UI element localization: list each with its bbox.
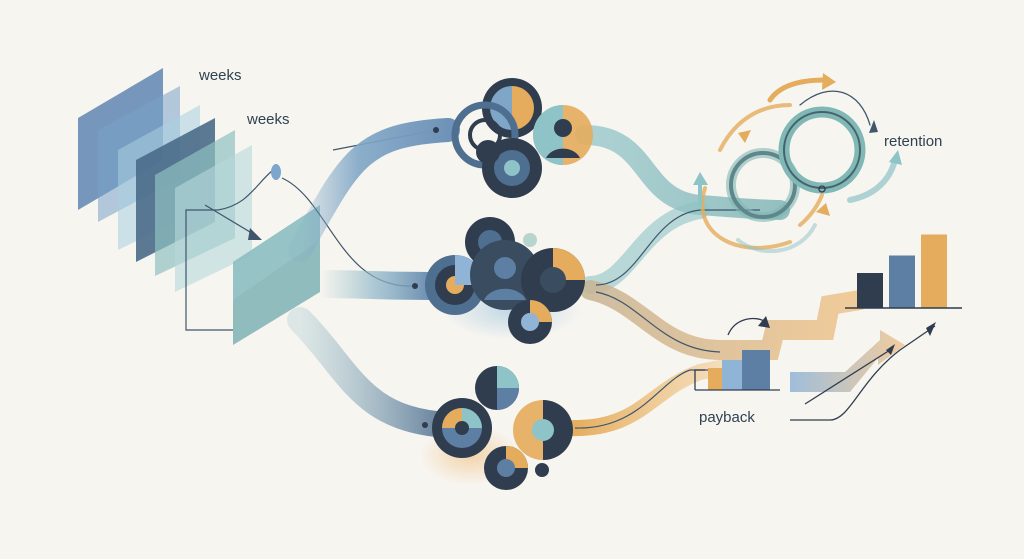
panel-node-dot bbox=[271, 164, 281, 180]
bar-chart-bar bbox=[857, 273, 883, 308]
cohort-cluster-top-icon bbox=[451, 78, 593, 198]
outflow-thin-lines bbox=[574, 209, 760, 429]
panel-arrow-head bbox=[248, 228, 262, 240]
week-panels-stack bbox=[78, 68, 320, 345]
weeks-label-secondary: weeks bbox=[247, 111, 290, 128]
retention-label: retention bbox=[884, 133, 943, 150]
growth-bar-chart-icon bbox=[845, 234, 962, 309]
cohort-cluster-middle-icon bbox=[425, 217, 585, 344]
flow-node-dot bbox=[433, 127, 439, 133]
bar-chart-bar bbox=[921, 234, 947, 308]
bar-chart-bar bbox=[889, 255, 915, 308]
retention-arrow-heads bbox=[693, 73, 902, 216]
inflow-bands bbox=[287, 118, 461, 438]
retention-loop-icon bbox=[698, 77, 898, 254]
flow-node-dot bbox=[422, 422, 428, 428]
weeks-label: weeks bbox=[199, 67, 242, 84]
flow-node-dot bbox=[412, 283, 418, 289]
payback-label: payback bbox=[699, 409, 755, 426]
payback-steps-icon bbox=[694, 316, 780, 391]
retention-node-dot bbox=[818, 185, 826, 193]
rising-growth-arrow-icon bbox=[790, 322, 936, 421]
cohort-cluster-bottom-icon bbox=[420, 366, 573, 490]
